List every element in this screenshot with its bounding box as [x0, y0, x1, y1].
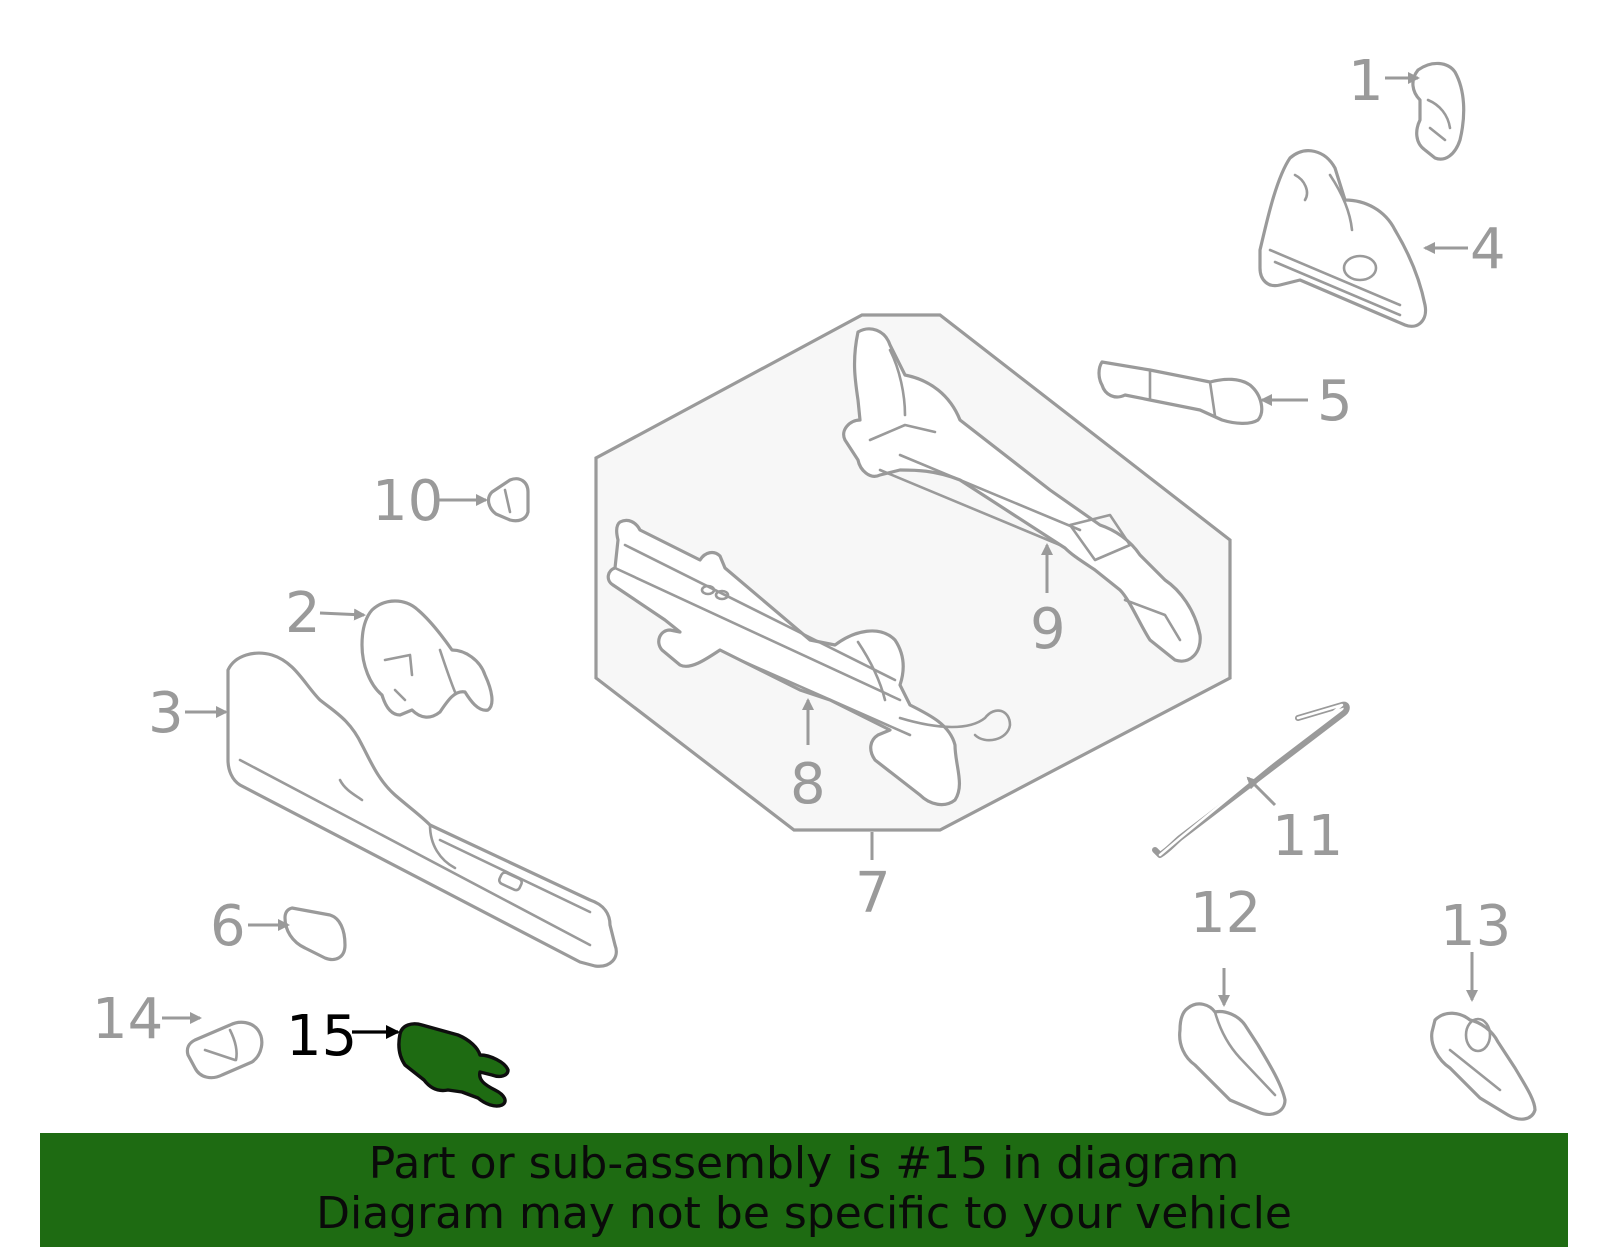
banner-line-part-number: Part or sub-assembly is #15 in diagram: [368, 1138, 1240, 1189]
callout-7: 7: [855, 861, 891, 926]
leader-lines: [162, 72, 1478, 1039]
callout-14: 14: [92, 987, 163, 1052]
callout-2: 2: [285, 581, 321, 646]
banner-line-disclaimer: Diagram may not be specific to your vehi…: [316, 1188, 1292, 1239]
callout-labels: 1 4 5 10 2 3 6 14 8 9 7 11 12 13 15: [92, 49, 1511, 1069]
callout-3: 3: [148, 681, 184, 746]
info-banner: Part or sub-assembly is #15 in diagram D…: [40, 1133, 1568, 1247]
part-15-highlighted-shape[interactable]: [397, 1022, 510, 1108]
part-12-shape: [1178, 1002, 1287, 1116]
part-1-shape: [1411, 61, 1466, 161]
part-13-shape: [1430, 1011, 1537, 1121]
part-11-shape: [1152, 701, 1350, 858]
callout-1: 1: [1348, 49, 1384, 114]
part-2-shape: [360, 599, 494, 719]
callout-9: 9: [1030, 597, 1066, 662]
part-14-shape: [185, 1020, 264, 1080]
callout-5: 5: [1317, 369, 1353, 434]
part-4-shape: [1258, 149, 1428, 328]
part-10-shape: [486, 477, 530, 523]
callout-8: 8: [790, 752, 826, 817]
part-5-shape: [1097, 360, 1264, 425]
callout-15[interactable]: 15: [286, 1004, 357, 1069]
callout-10: 10: [372, 469, 443, 534]
part-6-shape: [283, 906, 347, 962]
part-8-track-shape: [606, 518, 1012, 807]
callout-13: 13: [1440, 894, 1511, 959]
part-9-track-shape: [842, 327, 1202, 663]
part-3-shape: [226, 651, 618, 968]
callout-12: 12: [1190, 881, 1261, 946]
callout-4: 4: [1470, 217, 1506, 282]
callout-11: 11: [1272, 804, 1343, 869]
callout-6: 6: [210, 894, 246, 959]
seat-adjuster-assembly-outline: [594, 313, 1232, 832]
